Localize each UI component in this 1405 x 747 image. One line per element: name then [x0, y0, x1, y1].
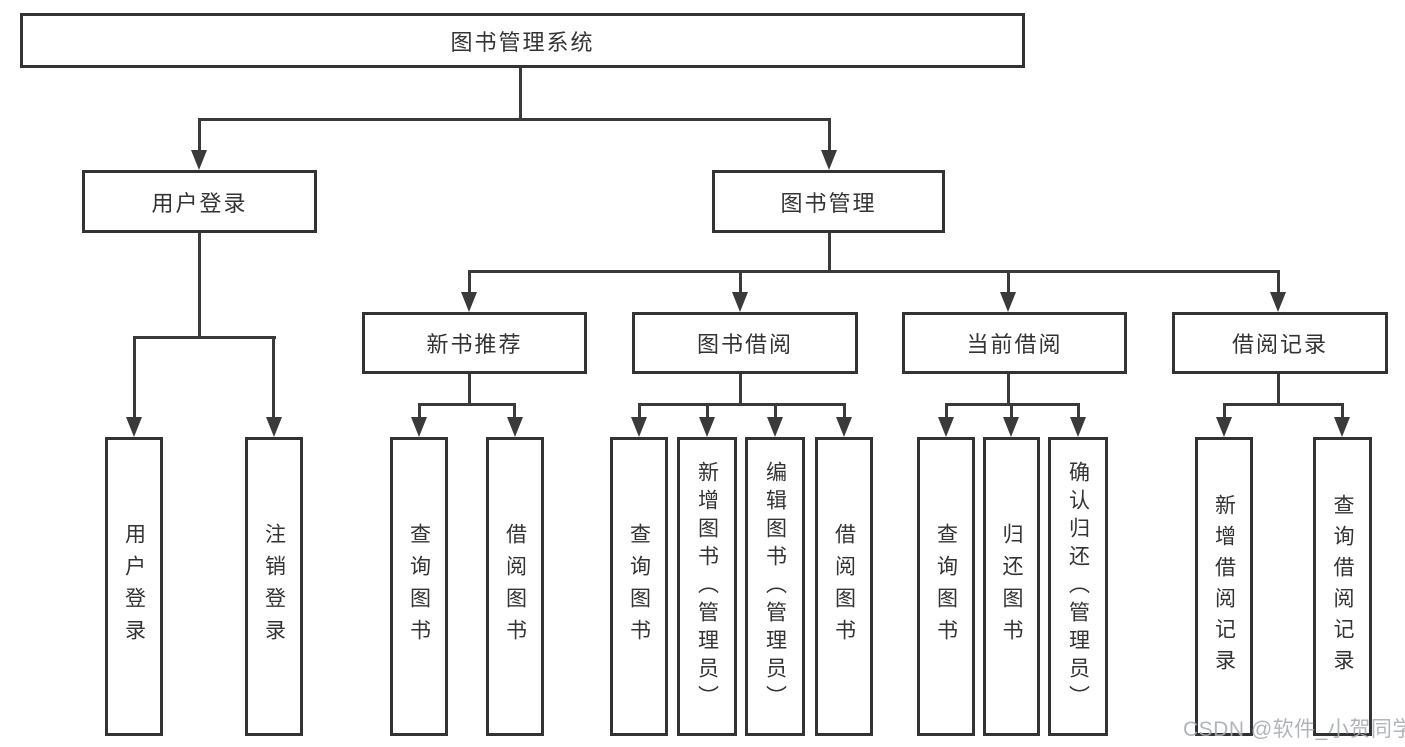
connector-line: [418, 403, 421, 419]
node-user-login-label: 用户登录: [151, 190, 248, 216]
leaf-query-books-3-label: 查询图书: [934, 522, 958, 651]
arrow-down-icon: [191, 150, 207, 170]
connector-line: [133, 336, 136, 419]
connector-line: [638, 403, 846, 406]
node-book-management-label: 图书管理: [780, 190, 877, 216]
arrow-down-icon: [631, 417, 647, 437]
arrow-down-icon: [938, 417, 954, 437]
arrow-down-icon: [821, 150, 837, 170]
connector-line: [198, 118, 831, 121]
connector-line: [1010, 403, 1013, 419]
arrow-down-icon: [266, 417, 282, 437]
node-new-book-recommend-label: 新书推荐: [426, 332, 523, 357]
arrow-down-icon: [767, 417, 783, 437]
connector-line: [1277, 270, 1280, 294]
connector-line: [638, 403, 641, 419]
connector-line: [198, 233, 201, 336]
arrow-down-icon: [732, 292, 748, 312]
connector-line: [828, 233, 831, 273]
connector-line: [843, 403, 846, 419]
arrow-down-icon: [411, 417, 427, 437]
leaf-query-books-2-label: 查询图书: [627, 522, 651, 651]
arrow-down-icon: [1000, 292, 1016, 312]
connector-line: [828, 118, 831, 152]
leaf-edit-book-admin: 编辑图书（管理员）: [745, 437, 805, 736]
leaf-logout-label: 注销登录: [262, 522, 286, 651]
leaf-add-borrow-record-label: 新增借阅记录: [1212, 493, 1236, 680]
node-root-label: 图书管理系统: [450, 29, 595, 55]
connector-line: [133, 336, 276, 339]
leaf-return-book: 归还图书: [983, 437, 1040, 736]
arrow-down-icon: [126, 417, 142, 437]
leaf-borrow-books-1: 借阅图书: [486, 437, 544, 736]
connector-line: [1007, 270, 1010, 294]
node-user-login: 用户登录: [82, 170, 317, 233]
leaf-user-login: 用户登录: [105, 437, 163, 736]
node-current-borrow: 当前借阅: [902, 312, 1127, 374]
leaf-query-borrow-record: 查询借阅记录: [1313, 437, 1372, 736]
connector-line: [945, 403, 948, 419]
node-borrow-records-label: 借阅记录: [1231, 332, 1328, 357]
leaf-borrow-books-1-label: 借阅图书: [503, 522, 527, 651]
connector-line: [1077, 403, 1080, 419]
arrow-down-icon: [1216, 417, 1232, 437]
leaf-borrow-books-2: 借阅图书: [815, 437, 873, 736]
arrow-down-icon: [1270, 292, 1286, 312]
connector-line: [272, 336, 275, 419]
leaf-query-books-3: 查询图书: [917, 437, 975, 736]
connector-line: [1341, 403, 1344, 419]
leaf-query-books-1-label: 查询图书: [407, 522, 431, 651]
connector-line: [1277, 374, 1280, 406]
leaf-add-borrow-record: 新增借阅记录: [1195, 437, 1253, 736]
arrow-down-icon: [507, 417, 523, 437]
connector-line: [774, 403, 777, 419]
leaf-add-book-admin: 新增图书（管理员）: [677, 437, 737, 736]
node-new-book-recommend: 新书推荐: [362, 312, 587, 374]
node-current-borrow-label: 当前借阅: [966, 332, 1063, 357]
leaf-user-login-label: 用户登录: [122, 522, 146, 651]
leaf-confirm-return-admin: 确认归还（管理员）: [1048, 437, 1108, 736]
node-borrow-records: 借阅记录: [1172, 312, 1388, 374]
leaf-confirm-return-admin-label: 确认归还（管理员）: [1066, 460, 1090, 713]
connector-line: [418, 403, 516, 406]
node-book-management: 图书管理: [712, 170, 945, 233]
leaf-query-books-1: 查询图书: [390, 437, 448, 736]
connector-line: [1223, 403, 1226, 419]
leaf-edit-book-admin-label: 编辑图书（管理员）: [763, 460, 787, 713]
watermark: CSDN @软件_小贺同学: [1183, 718, 1405, 741]
arrow-down-icon: [461, 292, 477, 312]
connector-line: [513, 403, 516, 419]
connector-line: [739, 270, 742, 294]
arrow-down-icon: [836, 417, 852, 437]
connector-line: [706, 403, 709, 419]
connector-line: [1223, 403, 1344, 406]
leaf-query-books-2: 查询图书: [610, 437, 668, 736]
arrow-down-icon: [1003, 417, 1019, 437]
connector-line: [739, 374, 742, 406]
node-book-borrow-label: 图书借阅: [696, 332, 793, 357]
connector-line: [1007, 374, 1010, 406]
connector-line: [468, 374, 471, 406]
leaf-borrow-books-2-label: 借阅图书: [832, 522, 856, 651]
arrow-down-icon: [699, 417, 715, 437]
leaf-logout: 注销登录: [245, 437, 303, 736]
connector-line: [519, 68, 522, 118]
connector-line: [468, 270, 471, 294]
connector-line: [198, 118, 201, 152]
arrow-down-icon: [1070, 417, 1086, 437]
leaf-query-borrow-record-label: 查询借阅记录: [1331, 493, 1354, 680]
node-root: 图书管理系统: [20, 13, 1025, 68]
node-book-borrow: 图书借阅: [632, 312, 858, 374]
leaf-add-book-admin-label: 新增图书（管理员）: [695, 460, 719, 713]
connector-line: [468, 270, 1280, 273]
arrow-down-icon: [1334, 417, 1350, 437]
leaf-return-book-label: 归还图书: [1000, 522, 1023, 651]
